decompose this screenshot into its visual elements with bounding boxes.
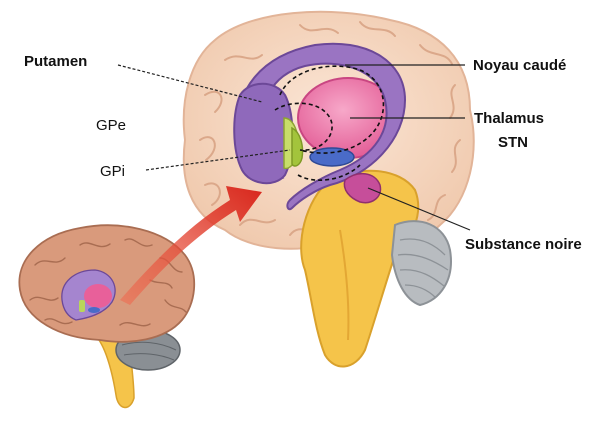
label-putamen: Putamen — [24, 53, 87, 70]
inset-thalamus — [84, 284, 112, 308]
inset-stn — [88, 307, 100, 313]
subthalamic-nucleus — [310, 148, 354, 166]
label-thalamus: Thalamus — [474, 110, 544, 127]
inset-pallidus — [79, 300, 85, 312]
label-gpi: GPi — [100, 163, 125, 180]
label-noyau-caude: Noyau caudé — [473, 57, 566, 74]
cerebellum — [392, 221, 451, 305]
label-stn: STN — [498, 134, 528, 151]
label-substance-noire: Substance noire — [465, 236, 582, 253]
label-gpe: GPe — [96, 117, 126, 134]
